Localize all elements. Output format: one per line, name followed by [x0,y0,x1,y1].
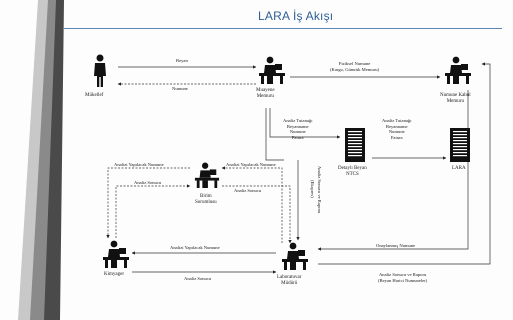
edge-numune: Numune [172,86,188,91]
node-birim-line1: Birim [200,194,212,199]
edge-fiziksel-numune-line1: Fiziksel Numune [338,61,371,66]
node-numune-kabul-line2: Memuru [446,99,464,104]
server-rack-icon [450,128,470,162]
arrow-birim-to-lab [222,185,292,244]
edge-at2-line3: Numune [388,129,405,135]
edge-onaylanmis: Onaylanmış Numune [376,243,416,248]
person-at-desk-icon [259,56,285,84]
node-numune-kabul-line1: Numune Kabul [440,93,471,98]
edge-rapor-bottom-line2: (Beyan Harici Numuneler) [378,277,428,283]
title-rule [64,28,502,29]
edge-at1-line3: Numune [289,129,306,135]
person-at-desk-icon [194,162,220,188]
edge-vertical-ekspres: (Ekspres) [310,180,315,198]
arrow-kimyager-to-birim [115,184,191,238]
person-icon [94,54,106,87]
node-detayli-beyan: Detaylı Beyan NTCS [338,166,367,178]
edge-birim-sonucu-left: Analiz Sonucu [134,180,162,185]
node-lara: LARA [452,166,466,171]
edge-kimyager-sonucu: Analiz Sonucu [184,276,212,281]
node-laboratuvar-line2: Müdürü [281,281,298,286]
arrow-rapor-bottom [318,62,491,265]
edge-beyan: Beyan [176,58,188,63]
edge-fiziksel-numune: Fiziksel Numune (Kargo, Gümrük Memuru) [330,61,379,72]
arrow-lab-to-birim [221,166,283,243]
node-laboratuvar-line1: Laboratuvar [277,275,302,280]
node-birim: Birim Sorumlusu [195,194,217,206]
edge-birim-sonucu-right: Analiz Sonucu [234,188,262,193]
edge-fiziksel-numune-line2: (Kargo, Gümrük Memuru) [330,66,380,72]
edge-at2-line2: Beyanname [385,123,408,129]
node-mukellef: Mükellef [85,93,104,98]
arrow-birim-to-kimyager [106,167,190,239]
edge-birim-yapilacak-right: Analizi Yapılacak Numune [226,162,276,167]
node-birim-line2: Sorumlusu [195,200,217,205]
edge-at2-line1: Analiz Tutanağı [382,118,412,123]
stripe-mid [30,0,60,320]
person-at-desk-icon [282,242,308,270]
person-at-desk-icon [103,240,129,268]
edge-rapor-bottom: Analiz Sonucu ve Raporu (Beyan Harici Nu… [378,272,427,283]
node-laboratuvar: Laboratuvar Müdürü [277,275,301,287]
page-title: LARA İş Akışı [258,9,334,23]
edge-analiz-tutanagi-1: Analiz Tutanağı Beyanname Numune Fatura [283,118,312,140]
edge-analiz-tutanagi-2: Analiz Tutanağı Beyanname Numune Fatura [382,118,411,140]
edge-at1-line4: Fatura [291,134,304,140]
node-kimyager: Kimyager [104,272,124,277]
edge-at1-line1: Analiz Tutanağı [283,118,313,123]
server-rack-icon [345,128,365,162]
node-detayli-beyan-line2: NTCS [345,172,359,177]
edge-rapor-bottom-line1: Analiz Sonucu ve Raporu [378,272,427,277]
arrow-branch [265,108,284,161]
node-detayli-beyan-line1: Detaylı Beyan [338,166,367,171]
edge-birim-yapilacak-left: Analizi Yapılacak Numune [114,162,164,167]
node-muayene-line2: Memuru [256,94,274,99]
stripe-dark [44,0,64,320]
node-muayene: Muayene Memuru [256,88,275,100]
edge-at1-line2: Beyanname [286,123,309,129]
edge-vertical-rapor: Analiz Sonucu ve Raporu [317,166,322,214]
node-muayene-line1: Muayene [256,88,275,93]
arrow-to-detayli-beyan [269,108,341,139]
person-at-desk-icon [445,56,471,84]
edge-kimyager-yapilacak: Analizi Yapılacak Numune [170,245,220,250]
decorative-stripes [18,0,64,320]
node-numune-kabul: Numune Kabul Memuru [440,93,471,105]
edge-at2-line4: Fatura [390,134,403,140]
